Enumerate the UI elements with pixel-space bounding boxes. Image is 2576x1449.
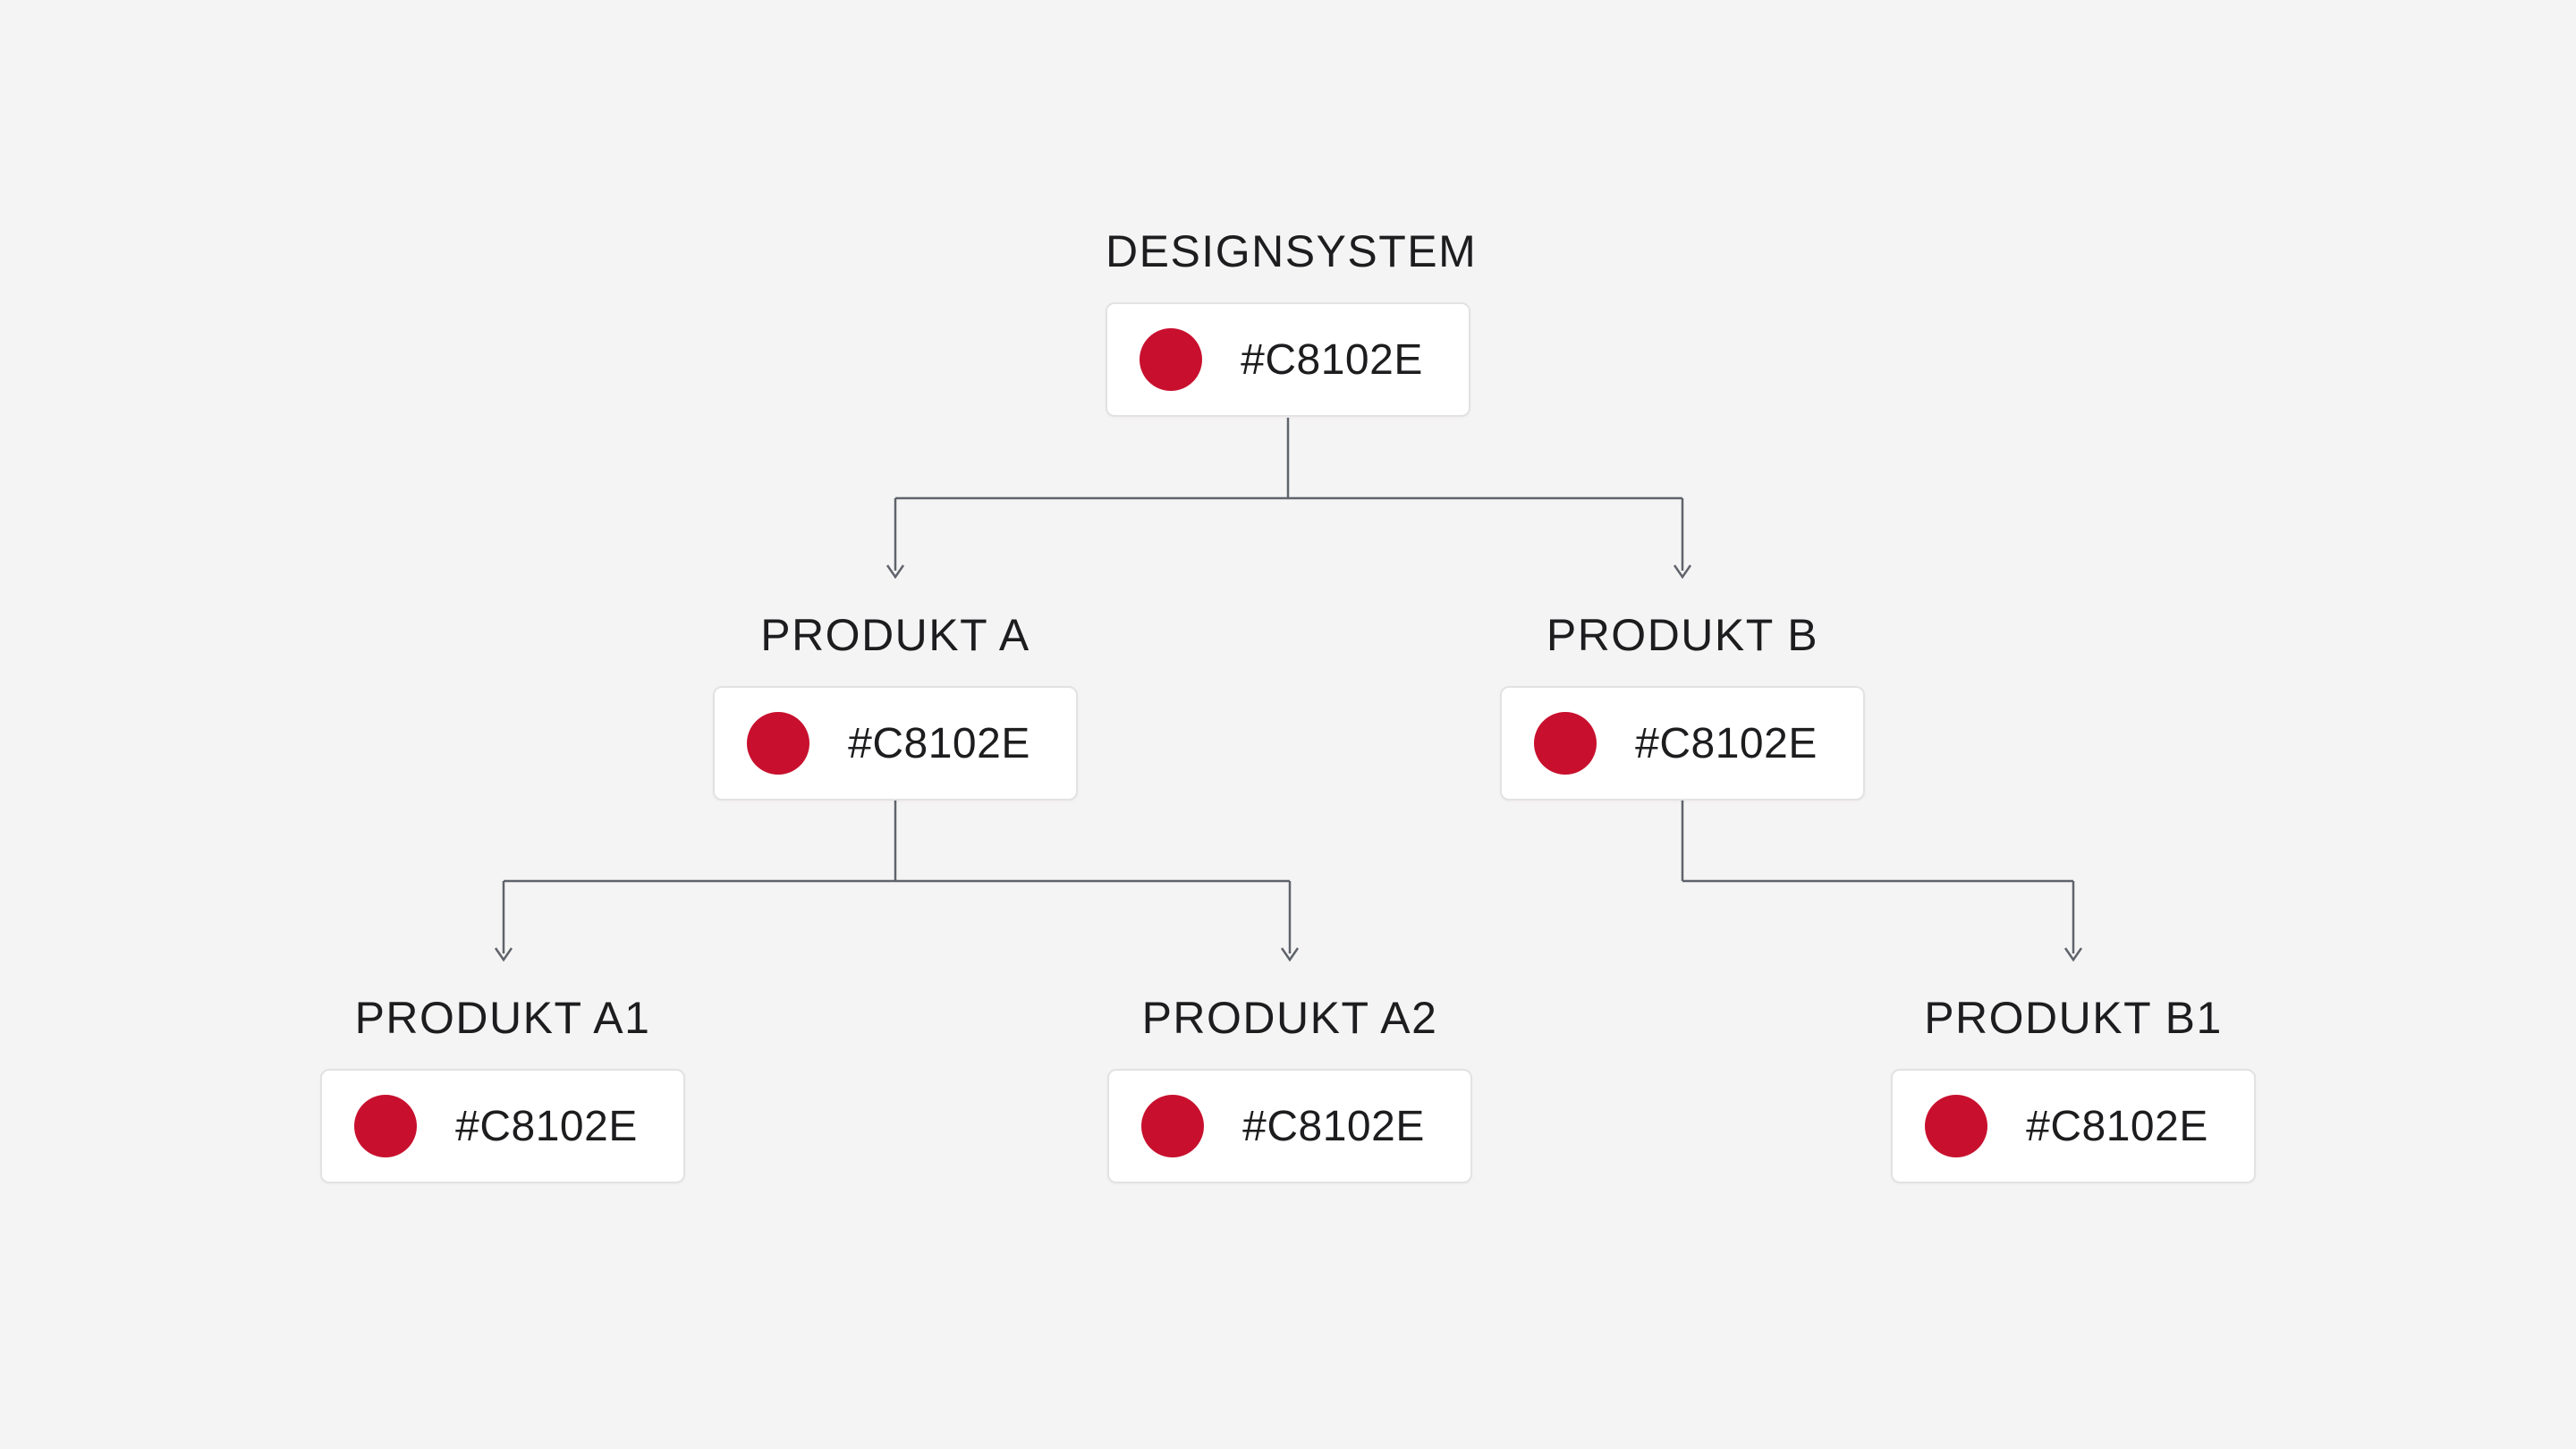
node-label: PRODUKT B1 <box>1924 993 2223 1043</box>
color-swatch-icon <box>747 712 809 775</box>
color-swatch-icon <box>1534 712 1597 775</box>
node-produkt-b: PRODUKT B #C8102E <box>1500 607 1865 801</box>
color-token-card: #C8102E <box>1500 686 1865 801</box>
color-swatch-icon <box>1141 1095 1204 1157</box>
color-token-card: #C8102E <box>1106 302 1470 417</box>
color-hex-value: #C8102E <box>2026 1102 2208 1150</box>
node-produkt-a: PRODUKT A #C8102E <box>713 607 1078 801</box>
color-token-card: #C8102E <box>713 686 1078 801</box>
arrow-down-icon <box>1673 564 1692 580</box>
node-produkt-a2: PRODUKT A2 #C8102E <box>1107 990 1472 1183</box>
arrow-down-icon <box>494 947 513 962</box>
color-hex-value: #C8102E <box>455 1102 638 1150</box>
arrow-down-icon <box>2063 947 2083 962</box>
node-label: DESIGNSYSTEM <box>1106 226 1478 276</box>
color-swatch-icon <box>354 1095 417 1157</box>
color-hex-value: #C8102E <box>1241 335 1423 384</box>
node-label: PRODUKT A1 <box>354 993 651 1043</box>
node-label: PRODUKT A <box>760 610 1030 660</box>
color-hex-value: #C8102E <box>1635 719 1818 767</box>
arrow-down-icon <box>886 564 905 580</box>
color-hex-value: #C8102E <box>1242 1102 1425 1150</box>
color-token-card: #C8102E <box>1107 1069 1472 1183</box>
color-hex-value: #C8102E <box>848 719 1030 767</box>
node-produkt-a1: PRODUKT A1 #C8102E <box>320 990 685 1183</box>
color-swatch-icon <box>1925 1095 1987 1157</box>
color-token-card: #C8102E <box>1891 1069 2256 1183</box>
node-label: PRODUKT B <box>1546 610 1819 660</box>
node-designsystem: DESIGNSYSTEM #C8102E <box>1106 224 1478 417</box>
color-token-card: #C8102E <box>320 1069 685 1183</box>
node-label: PRODUKT A2 <box>1141 993 1438 1043</box>
node-produkt-b1: PRODUKT B1 #C8102E <box>1891 990 2256 1183</box>
arrow-down-icon <box>1280 947 1300 962</box>
color-swatch-icon <box>1140 328 1202 391</box>
